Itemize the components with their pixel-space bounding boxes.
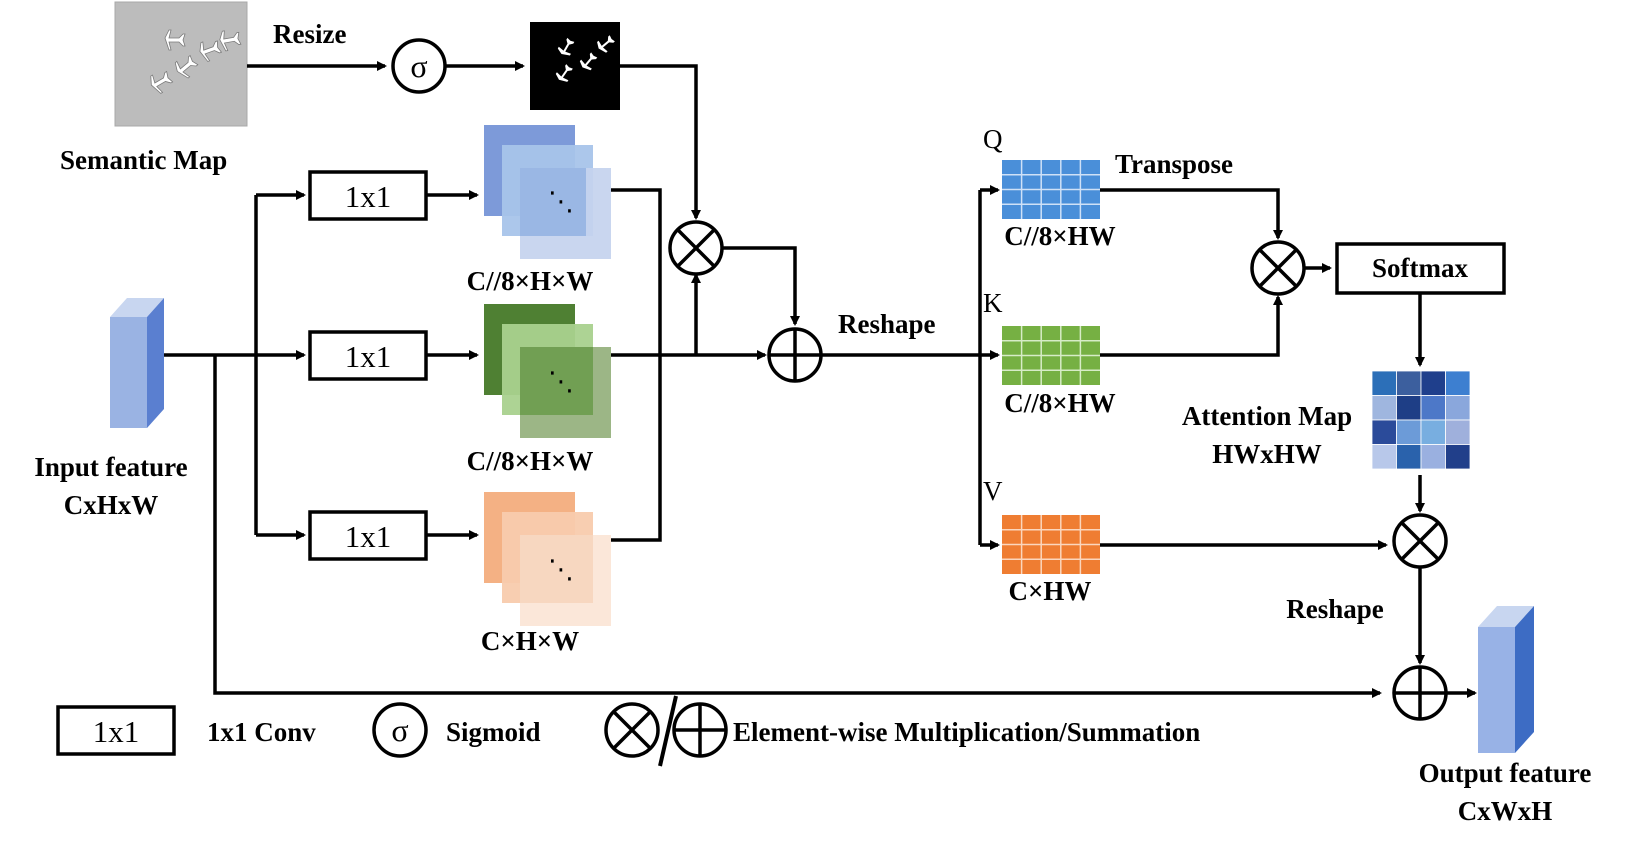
sigmoid-op: σ <box>391 38 447 94</box>
legend-multiply-icon <box>604 702 660 758</box>
k-to-multiply-arrow <box>1100 295 1283 357</box>
attention-cell <box>1396 419 1422 445</box>
sum-op-main <box>767 327 823 383</box>
legend-conv-box-label: 1x1 <box>93 714 140 749</box>
input-feature-dims: CxHxW <box>64 490 159 520</box>
attention-cell <box>1420 419 1446 445</box>
attention-cell <box>1445 444 1471 470</box>
legend-sum-icon <box>672 702 728 758</box>
legend-elementwise-desc: Element-wise Multiplication/Summation <box>733 717 1200 747</box>
attention-cell <box>1396 370 1422 396</box>
attention-cell <box>1420 395 1446 421</box>
q-matrix <box>1002 160 1100 219</box>
stack-green-dots: ⋱ <box>548 367 574 397</box>
output-feature-label: Output feature <box>1419 758 1592 788</box>
input-feature-block <box>110 298 164 428</box>
legend: 1x1 1x1 Conv σ Sigmoid Element-wise Mult… <box>56 695 1200 767</box>
softmax-label: Softmax <box>1372 253 1468 283</box>
dim-q-flat-label: C//8×HW <box>1004 221 1115 251</box>
attention-map-label: Attention Map <box>1182 401 1352 431</box>
attention-cell <box>1396 395 1422 421</box>
feature-stack-orange: ⋱ <box>484 492 611 626</box>
resize-label: Resize <box>273 19 346 49</box>
attention-cell <box>1445 419 1471 445</box>
mask-to-multiply-arrow <box>620 64 701 220</box>
multiply-op-av <box>1392 513 1448 569</box>
dim-v-flat-label: C×HW <box>1009 576 1092 606</box>
softmax-box: Softmax <box>1335 242 1506 295</box>
conv-box-q-label: 1x1 <box>345 179 392 214</box>
feature-stack-green: ⋱ <box>484 304 611 438</box>
attention-cell <box>1420 370 1446 396</box>
attention-cell <box>1371 370 1397 396</box>
multiply-op-mask <box>668 220 724 276</box>
binary-mask-image <box>530 22 620 110</box>
dim-q-stack-label: C//8×H×W <box>467 266 594 296</box>
legend-conv-box: 1x1 <box>56 705 176 756</box>
attention-cell <box>1396 444 1422 470</box>
conv-box-k: 1x1 <box>308 330 428 381</box>
legend-sigmoid-icon: σ <box>372 702 428 758</box>
dim-k-flat-label: C//8×HW <box>1004 388 1115 418</box>
attention-cell <box>1371 444 1397 470</box>
attention-cell <box>1371 395 1397 421</box>
conv-box-v-label: 1x1 <box>345 519 392 554</box>
semantic-map-image <box>114 1 248 127</box>
sigma-symbol: σ <box>410 48 427 84</box>
transpose-label: Transpose <box>1115 149 1233 179</box>
stack-blue-dots: ⋱ <box>548 187 574 217</box>
attention-cell <box>1371 419 1397 445</box>
attention-cell <box>1445 395 1471 421</box>
attention-cell <box>1420 444 1446 470</box>
feature-stack-blue: ⋱ <box>484 125 611 259</box>
multiply-op-qk <box>1250 240 1306 296</box>
stack-orange-out <box>611 355 662 542</box>
conv-box-v: 1x1 <box>308 510 428 561</box>
dim-k-stack-label: C//8×H×W <box>467 446 594 476</box>
legend-sigma-symbol: σ <box>391 712 408 748</box>
conv-box-k-label: 1x1 <box>345 339 392 374</box>
attention-cell <box>1445 370 1471 396</box>
legend-conv-desc: 1x1 Conv <box>207 717 316 747</box>
reshape-bottom-label: Reshape <box>1286 594 1384 624</box>
stack-orange-dots: ⋱ <box>548 555 574 585</box>
k-label: K <box>983 288 1003 318</box>
stack-blue-out <box>611 188 662 355</box>
legend-sigmoid-desc: Sigmoid <box>446 717 541 747</box>
q-label: Q <box>983 124 1003 154</box>
q-transpose-arrow <box>1100 188 1283 240</box>
v-label: V <box>983 476 1003 506</box>
dim-v-stack-label: C×H×W <box>481 626 579 656</box>
legend-slash <box>658 695 678 767</box>
attention-map-matrix <box>1371 370 1471 470</box>
conv-box-q: 1x1 <box>308 170 428 221</box>
input-feature-label: Input feature <box>34 452 187 482</box>
v-matrix <box>1002 515 1100 574</box>
reshape-top-label: Reshape <box>838 309 936 339</box>
output-feature-dims: CxWxH <box>1458 796 1553 826</box>
k-matrix <box>1002 326 1100 385</box>
attention-map-dims: HWxHW <box>1212 439 1322 469</box>
semantic-map-label: Semantic Map <box>60 145 227 175</box>
output-feature-block <box>1478 606 1534 753</box>
sum-op-final <box>1392 665 1448 721</box>
residual-skip-arrow <box>213 355 1382 698</box>
multiply-to-sum-arrow <box>722 246 800 326</box>
